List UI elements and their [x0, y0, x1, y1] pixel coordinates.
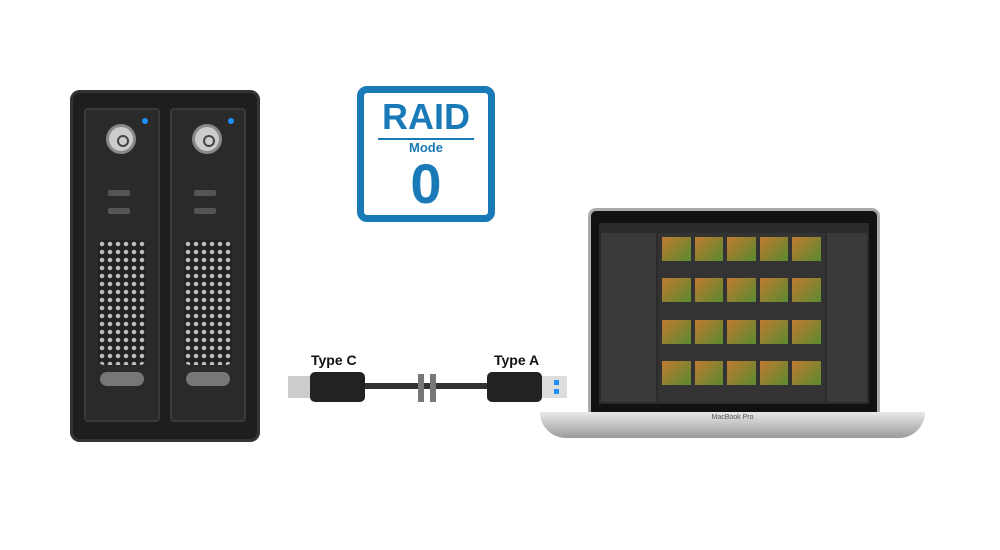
usb-contact: [554, 389, 559, 394]
type-a-plug: [487, 372, 542, 402]
drive-bay-2: [170, 108, 246, 422]
drive-enclosure: [70, 90, 260, 442]
cable-break-mark: [418, 374, 424, 402]
type-c-connector-tip: [288, 376, 313, 398]
vent-grille: [184, 240, 232, 365]
cable-break-mark: [430, 374, 436, 402]
laptop-brand: MacBook Pro: [711, 414, 754, 421]
type-c-label: Type C: [311, 352, 357, 368]
latch: [194, 208, 216, 214]
laptop-screen: [588, 208, 880, 415]
laptop-base: MacBook Pro: [540, 412, 925, 438]
type-c-plug: [310, 372, 365, 402]
folder-tree: [601, 233, 656, 402]
usb-contact: [554, 380, 559, 385]
side-panel: [827, 233, 867, 402]
usb-cable: [360, 383, 490, 389]
badge-title: RAID: [382, 96, 470, 137]
badge-divider: [378, 138, 474, 140]
drive-bay-1: [84, 108, 160, 422]
tray-handle: [186, 372, 230, 386]
badge-value: 0: [410, 152, 442, 215]
lock-icon: [106, 124, 136, 154]
tray-handle: [100, 372, 144, 386]
latch: [108, 190, 130, 196]
photo-app-window: [599, 223, 869, 404]
thumbnail-grid: [658, 233, 825, 402]
badge-subtitle: Mode: [409, 140, 443, 155]
type-a-label: Type A: [494, 352, 540, 368]
vent-grille: [98, 240, 146, 365]
type-a-connector-tip: [542, 376, 567, 398]
latch: [194, 190, 216, 196]
status-led: [142, 118, 148, 124]
lock-icon: [192, 124, 222, 154]
raid-mode-badge: RAID Mode 0: [357, 86, 495, 222]
status-led: [228, 118, 234, 124]
latch: [108, 208, 130, 214]
